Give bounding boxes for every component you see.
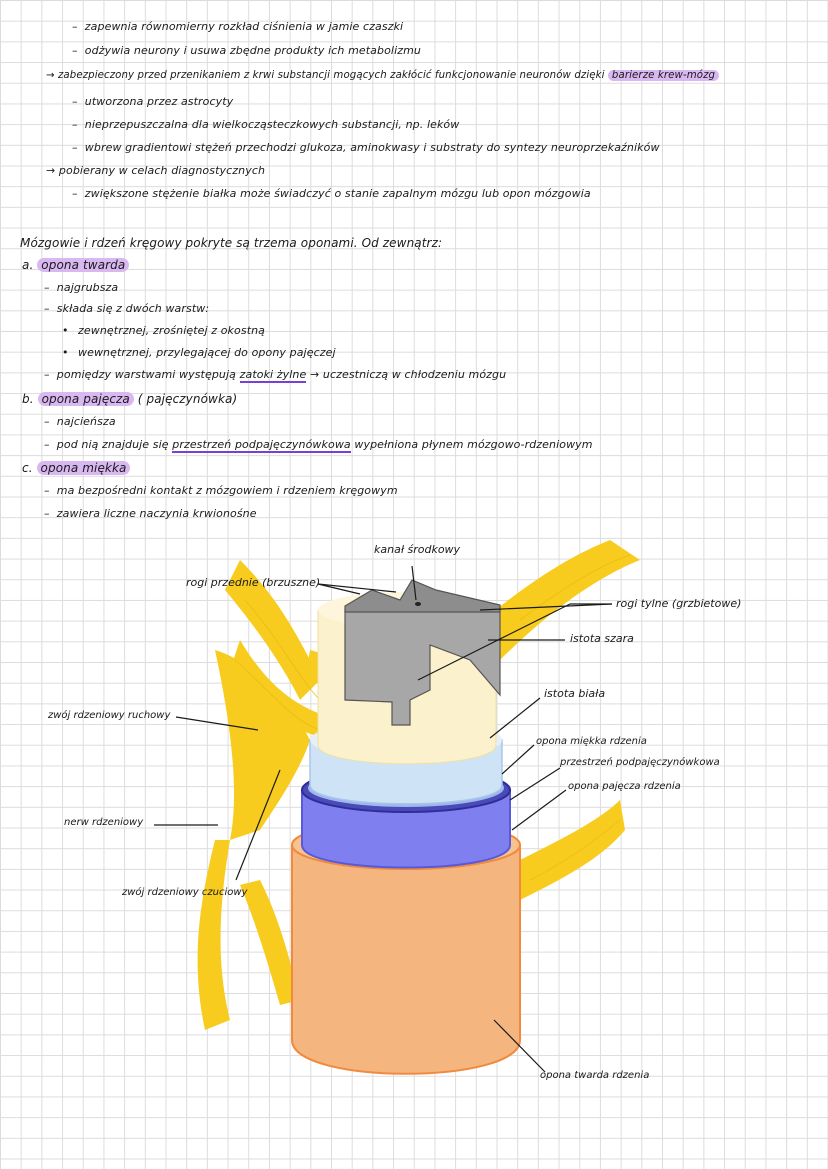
b-line-1: – najcieńsza xyxy=(44,415,116,428)
label-subarachnoid: przestrzeń podpajęczynówkowa xyxy=(560,757,720,768)
label-sensory-ganglion: zwój rdzeniowy czuciowy xyxy=(122,887,248,898)
a-line-4: •wewnętrznej, przylegającej do opony paj… xyxy=(62,346,336,359)
label-gray-matter: istota szara xyxy=(570,632,634,645)
label-spinal-nerve: nerw rdzeniowy xyxy=(64,817,144,828)
label-dura: opona twarda rdzenia xyxy=(540,1070,650,1081)
section-c-title: c. opona miękka xyxy=(22,461,131,475)
a-line-5: – pomiędzy warstwami występują zatoki ży… xyxy=(44,368,507,383)
note-line-7: → pobierany w celach diagnostycznych xyxy=(46,164,266,177)
nerve-lower-right xyxy=(520,800,625,900)
note-text: nieprzepuszczalna dla wielkocząsteczkowy… xyxy=(84,118,460,131)
note-text: składa się z dwóch warstw: xyxy=(56,302,210,315)
highlight-pia: opona miękka xyxy=(36,461,131,475)
note-text: odżywia neurony i usuwa zbędne produkty … xyxy=(84,44,421,57)
note-line-5: – nieprzepuszczalna dla wielkocząsteczko… xyxy=(72,118,460,131)
note-text: Mózgowie i rdzeń kręgowy pokryte są trze… xyxy=(20,236,443,250)
note-text: ( pajęczynówka) xyxy=(137,392,238,406)
gray-matter-shape xyxy=(344,579,501,726)
note-line-2: – odżywia neurony i usuwa zbędne produkt… xyxy=(72,44,421,57)
note-text: zapewnia równomierny rozkład ciśnienia w… xyxy=(84,20,404,33)
underline-venous-sinuses: zatoki żylne xyxy=(239,368,307,383)
label-posterior-horns: rogi tylne (grzbietowe) xyxy=(616,597,742,610)
label-central-canal: kanał środkowy xyxy=(374,543,461,556)
underline-subarachnoid: przestrzeń podpajęczynówkowa xyxy=(172,438,351,453)
leader-lines xyxy=(154,565,613,1073)
label-anterior-horns: rogi przednie (brzuszne) xyxy=(186,576,321,589)
note-text: ma bezpośredni kontakt z mózgowiem i rdz… xyxy=(56,484,398,497)
note-text: wypełniona płynem mózgowo-rdzeniowym xyxy=(354,438,593,451)
note-text: pomiędzy warstwami występują xyxy=(56,368,236,381)
note-text: uczestniczą w chłodzeniu mózgu xyxy=(322,368,507,381)
section-prefix: c. xyxy=(22,461,33,475)
a-line-2: – składa się z dwóch warstw: xyxy=(44,302,210,315)
note-text: zawiera liczne naczynia krwionośne xyxy=(56,507,257,520)
note-text: utworzona przez astrocyty xyxy=(84,95,234,108)
intro-line: Mózgowie i rdzeń kręgowy pokryte są trze… xyxy=(20,236,442,250)
b-line-2: – pod nią znajduje się przestrzeń podpaj… xyxy=(44,438,593,453)
c-line-2: – zawiera liczne naczynia krwionośne xyxy=(44,507,257,520)
note-text: zwiększone stężenie białka może świadczy… xyxy=(84,187,591,200)
highlight-arachnoid: opona pajęcza xyxy=(37,392,134,406)
section-a-title: a. opona twarda xyxy=(22,258,130,272)
note-text: wewnętrznej, przylegającej do opony paję… xyxy=(78,346,336,359)
note-text: najgrubsza xyxy=(56,281,119,294)
note-text: zabezpieczony przed przenikaniem z krwi … xyxy=(57,70,605,81)
note-line-6: – wbrew gradientowi stężeń przechodzi gl… xyxy=(72,141,660,154)
c-line-1: – ma bezpośredni kontakt z mózgowiem i r… xyxy=(44,484,398,497)
section-prefix: a. xyxy=(22,258,34,272)
section-b-title: b. opona pajęcza ( pajęczynówka) xyxy=(22,392,237,406)
a-line-3: •zewnętrznej, zrośniętej z okostną xyxy=(62,324,266,337)
label-motor-ganglion: zwój rdzeniowy ruchowy xyxy=(48,710,171,721)
note-text: zewnętrznej, zrośniętej z okostną xyxy=(78,324,266,337)
note-text: wbrew gradientowi stężeń przechodzi gluk… xyxy=(84,141,660,154)
highlight-dura: opona twarda xyxy=(37,258,130,272)
nerve-left-lower xyxy=(197,840,300,1030)
note-text: pod nią znajduje się xyxy=(56,438,169,451)
note-line-8: – zwiększone stężenie białka może świadc… xyxy=(72,187,591,200)
highlight-bbb: barierze krew-mózg xyxy=(607,70,720,81)
note-line-4: – utworzona przez astrocyty xyxy=(72,95,234,108)
note-line-1: – zapewnia równomierny rozkład ciśnienia… xyxy=(72,20,404,33)
section-prefix: b. xyxy=(22,392,34,406)
a-line-1: – najgrubsza xyxy=(44,281,119,294)
nerve-fibres xyxy=(234,554,631,881)
label-pia: opona miękka rdzenia xyxy=(536,736,647,747)
note-line-3: → zabezpieczony przed przenikaniem z krw… xyxy=(46,70,720,81)
note-text: najcieńsza xyxy=(56,415,116,428)
nerve-upper-right xyxy=(470,540,640,660)
label-arachnoid: opona pajęcza rdzenia xyxy=(568,781,681,792)
note-text: pobierany w celach diagnostycznych xyxy=(58,164,266,177)
label-white-matter: istota biała xyxy=(544,687,606,700)
